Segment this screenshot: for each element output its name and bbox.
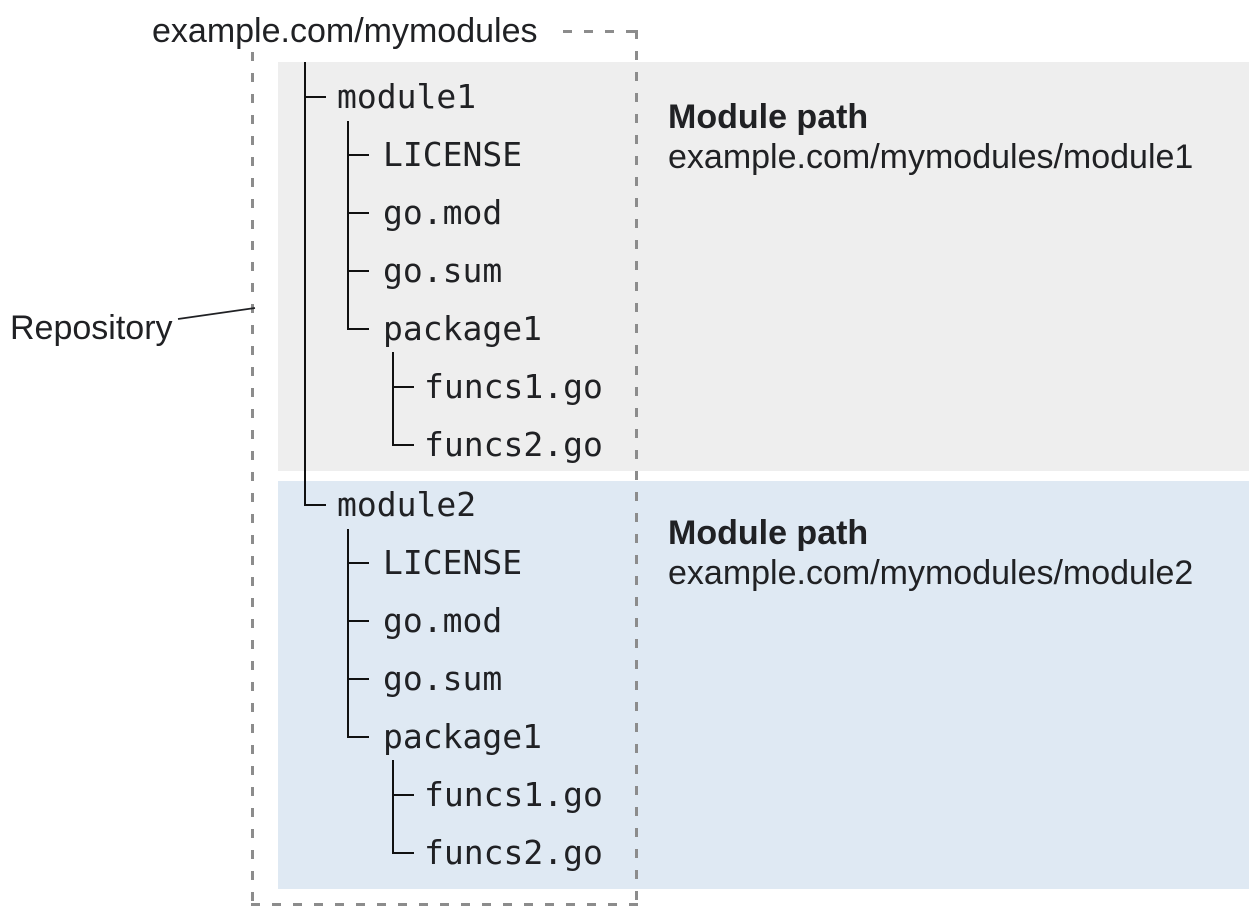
repo-root-label: example.com/mymodules — [152, 12, 538, 50]
tree-trunk-module2-package1 — [392, 760, 394, 854]
tree-branch-module1-gomod — [347, 212, 369, 214]
tree-item-module2-gosum: go.sum — [383, 659, 503, 698]
tree-item-module2-funcs2: funcs2.go — [424, 833, 603, 872]
module2-path-value: example.com/mymodules/module2 — [668, 554, 1194, 592]
tree-item-module1-funcs2: funcs2.go — [424, 425, 603, 464]
tree-branch-module1 — [304, 96, 326, 98]
tree-branch-module2 — [304, 504, 326, 506]
module2-path-heading: Module path — [668, 514, 869, 552]
tree-trunk-module1-package1 — [392, 352, 394, 446]
tree-trunk-root — [304, 62, 306, 506]
tree-branch-module1-funcs2 — [392, 444, 414, 446]
tree-branch-module2-gosum — [347, 678, 369, 680]
tree-branch-module1-gosum — [347, 270, 369, 272]
repo-border-bottom-icon — [251, 903, 638, 906]
tree-item-module1-gomod: go.mod — [383, 193, 503, 232]
tree-branch-module2-license — [347, 562, 369, 564]
tree-item-module2-package1: package1 — [383, 717, 542, 756]
repo-border-right-icon — [635, 30, 638, 906]
tree-item-module1-package1: package1 — [383, 309, 542, 348]
tree-branch-module2-package1 — [347, 736, 369, 738]
tree-item-module1-license: LICENSE — [383, 135, 523, 174]
tree-item-module1-funcs1: funcs1.go — [424, 367, 603, 406]
tree-branch-module1-funcs1 — [392, 386, 414, 388]
repository-pointer-line — [177, 307, 256, 320]
tree-branch-module1-license — [347, 154, 369, 156]
tree-item-module2-license: LICENSE — [383, 543, 523, 582]
tree-branch-module2-gomod — [347, 620, 369, 622]
tree-branch-module2-funcs1 — [392, 794, 414, 796]
tree-trunk-module2 — [347, 529, 349, 738]
module1-path-heading: Module path — [668, 98, 869, 136]
tree-item-module2-funcs1: funcs1.go — [424, 775, 603, 814]
tree-trunk-module1 — [347, 121, 349, 330]
module1-region — [278, 62, 1249, 471]
module1-path-value: example.com/mymodules/module1 — [668, 138, 1194, 176]
repo-border-top-icon — [563, 30, 638, 33]
repo-border-left-icon — [251, 52, 254, 906]
repository-label: Repository — [10, 309, 173, 347]
tree-branch-module2-funcs2 — [392, 852, 414, 854]
tree-item-module1-name: module1 — [337, 77, 477, 116]
tree-branch-module1-package1 — [347, 328, 369, 330]
tree-item-module2-gomod: go.mod — [383, 601, 503, 640]
module2-region — [278, 481, 1249, 889]
tree-item-module2-name: module2 — [337, 485, 477, 524]
tree-item-module1-gosum: go.sum — [383, 251, 503, 290]
